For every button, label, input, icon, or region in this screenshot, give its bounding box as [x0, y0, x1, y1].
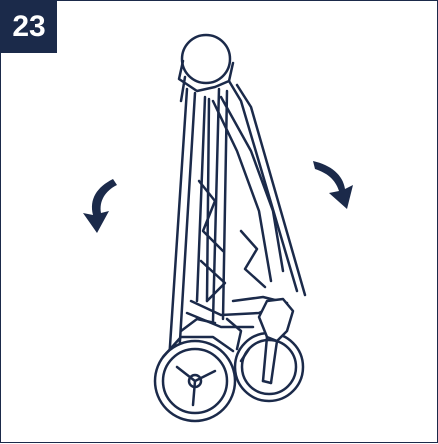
front-wheel-fork: [257, 297, 295, 343]
stroller-line-art: [153, 33, 307, 423]
canopy-strip: [227, 79, 299, 293]
handle-knob: [180, 33, 232, 85]
arrow-left-down-icon: [83, 179, 117, 233]
arrow-right-down-icon: [313, 161, 353, 209]
front-frame-tube: [211, 87, 221, 323]
front-wheel: [233, 331, 305, 403]
rear-frame-tube: [167, 87, 189, 363]
step-number-badge: 23: [1, 1, 57, 53]
